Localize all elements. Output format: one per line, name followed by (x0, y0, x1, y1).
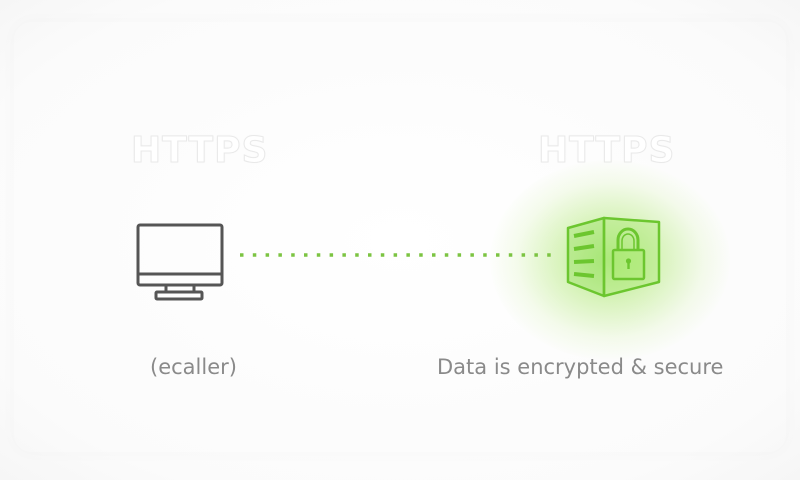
monitor-icon (136, 223, 224, 301)
connection-line (240, 253, 560, 257)
server-glow (490, 160, 730, 360)
client-caption: (ecaller) (150, 355, 237, 379)
client-https-label: HTTPS (130, 130, 269, 172)
secure-server-lock-icon (566, 216, 661, 298)
server-caption: Data is encrypted & secure (437, 355, 724, 379)
